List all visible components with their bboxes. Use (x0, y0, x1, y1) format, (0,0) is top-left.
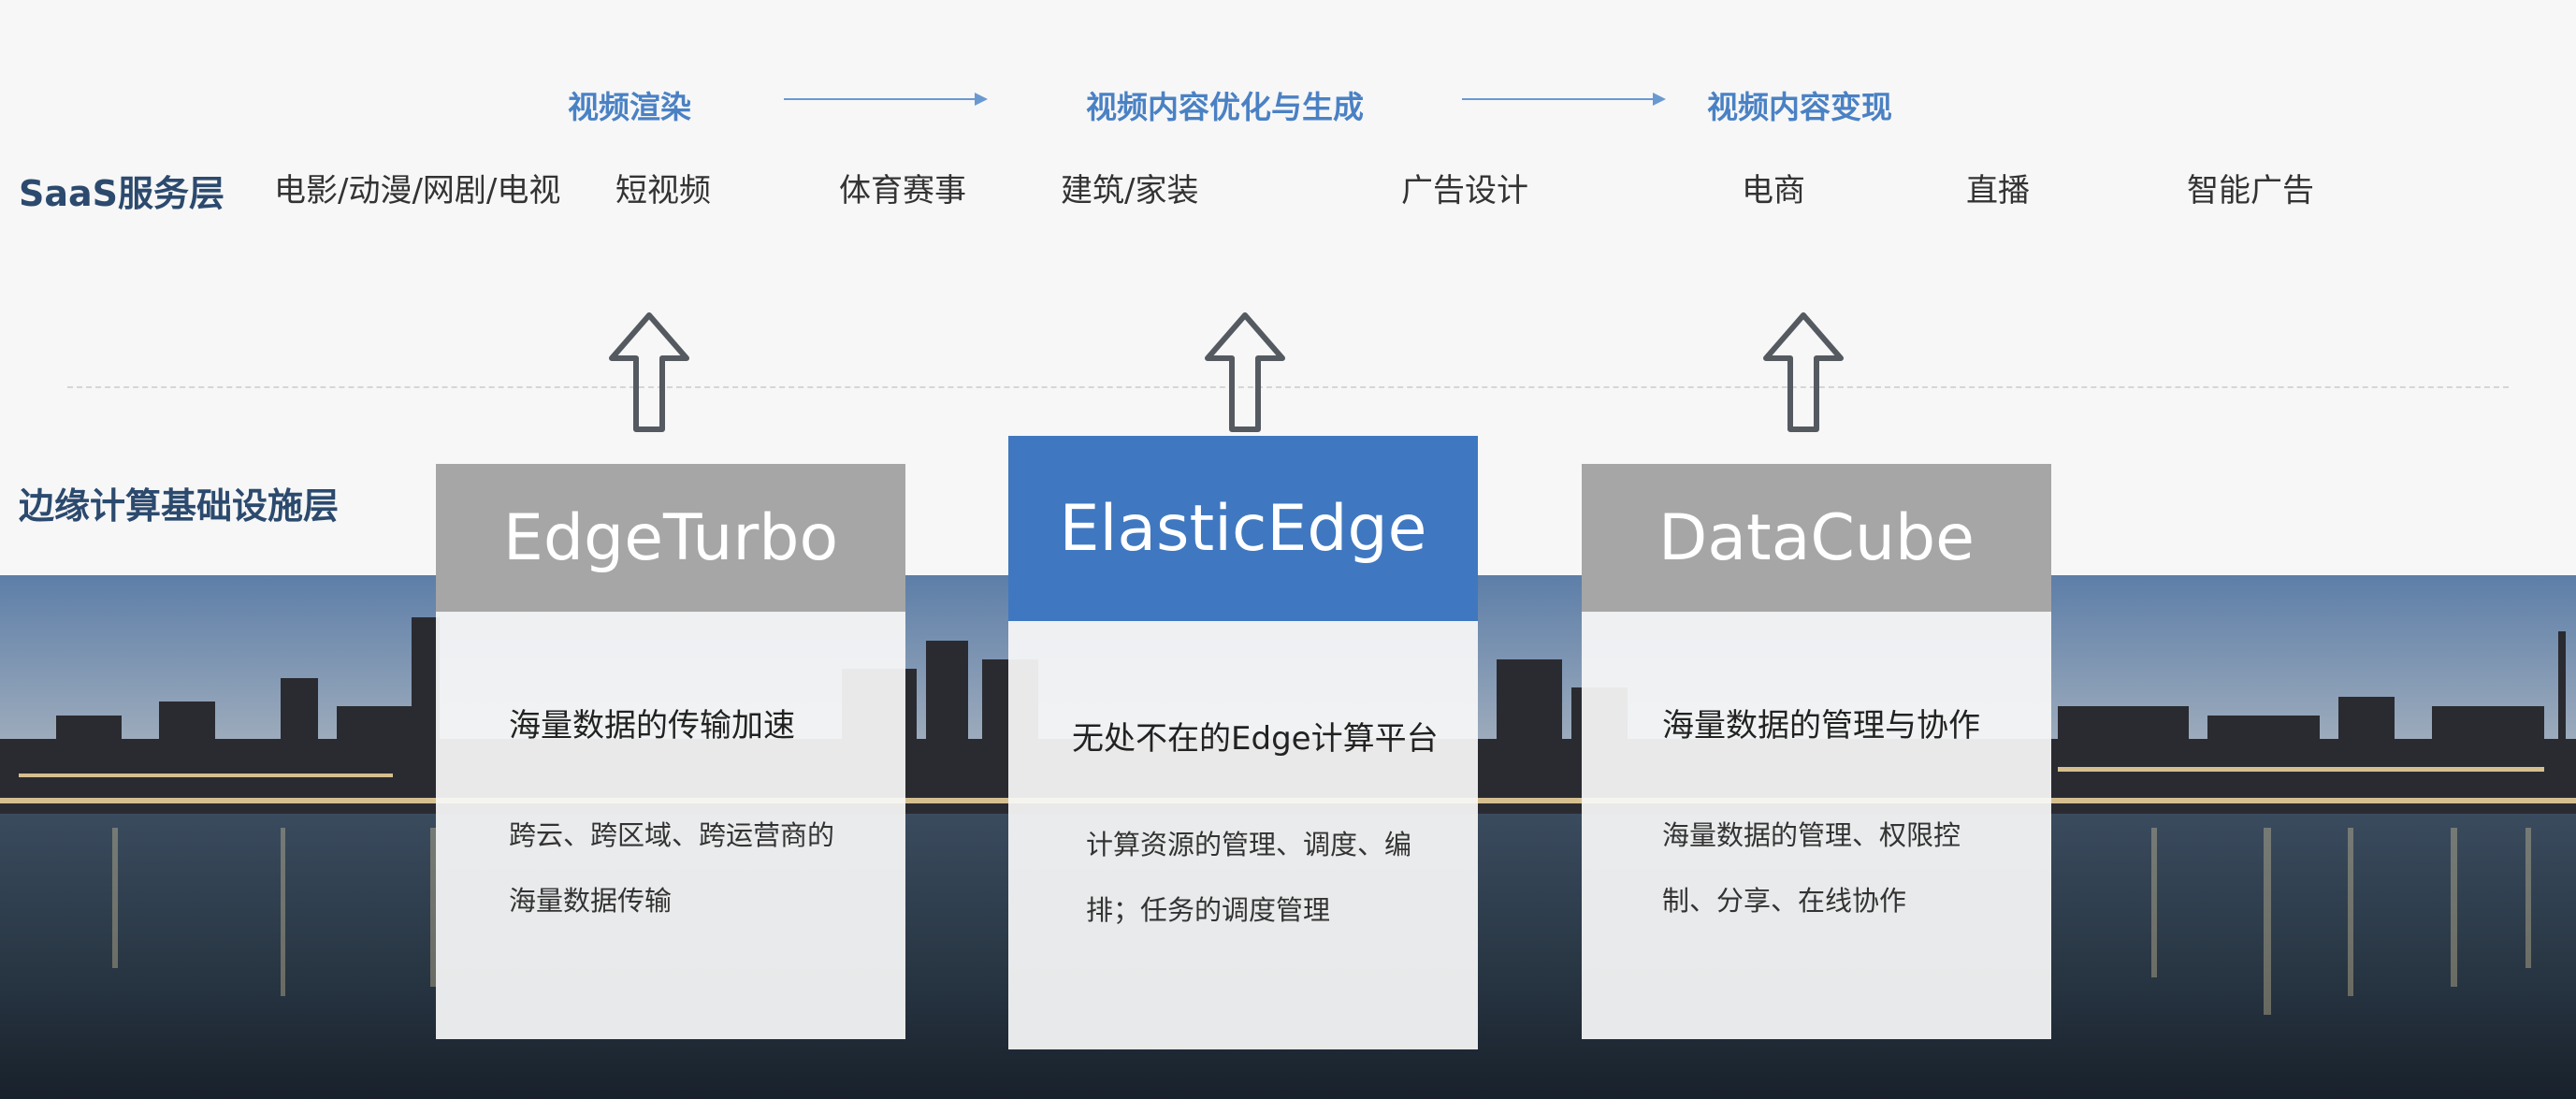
layer-divider (67, 386, 2509, 388)
card-header: ElasticEdge (1008, 436, 1478, 621)
card-header: DataCube (1582, 464, 2051, 612)
arrow-up-outline-icon (1205, 312, 1285, 432)
saas-item-ad-design: 广告设计 (1401, 172, 1528, 210)
card-description: 计算资源的管理、调度、编排；任务的调度管理 (1086, 829, 1412, 926)
edge-layer-label: 边缘计算基础设施层 (19, 485, 340, 527)
arrow-up-outline-icon (609, 312, 689, 432)
arrow-right-icon (1462, 93, 1666, 106)
saas-item-architecture: 建筑/家装 (1061, 172, 1199, 210)
arrow-up-outline-icon (1763, 312, 1844, 432)
card-title: 海量数据的管理与协作 (1662, 707, 1980, 745)
card-title: 海量数据的传输加速 (509, 707, 795, 745)
saas-item-ecommerce: 电商 (1742, 172, 1805, 210)
arrow-right-icon (784, 93, 988, 106)
card-header: EdgeTurbo (436, 464, 905, 612)
product-card-elasticedge: ElasticEdge 无处不在的Edge计算平台 计算资源的管理、调度、编排；… (1008, 436, 1478, 1049)
saas-item-smart-ads: 智能广告 (2187, 172, 2314, 210)
saas-layer-label: SaaS服务层 (19, 173, 225, 214)
card-title: 无处不在的Edge计算平台 (1072, 720, 1439, 758)
saas-item-sports: 体育赛事 (839, 172, 966, 210)
saas-item-film-tv: 电影/动漫/网剧/电视 (274, 172, 561, 210)
card-description: 跨云、跨区域、跨运营商的海量数据传输 (509, 819, 835, 917)
saas-item-short-video: 短视频 (615, 172, 711, 210)
stage-content-monetization: 视频内容变现 (1707, 89, 1892, 125)
stage-video-rendering: 视频渲染 (568, 89, 691, 125)
stage-content-optimization: 视频内容优化与生成 (1086, 89, 1364, 125)
card-description: 海量数据的管理、权限控制、分享、在线协作 (1662, 819, 1961, 917)
product-card-datacube: DataCube 海量数据的管理与协作 海量数据的管理、权限控制、分享、在线协作 (1582, 464, 2051, 1039)
product-card-edgeturbo: EdgeTurbo 海量数据的传输加速 跨云、跨区域、跨运营商的海量数据传输 (436, 464, 905, 1039)
saas-item-live-stream: 直播 (1966, 172, 2030, 210)
